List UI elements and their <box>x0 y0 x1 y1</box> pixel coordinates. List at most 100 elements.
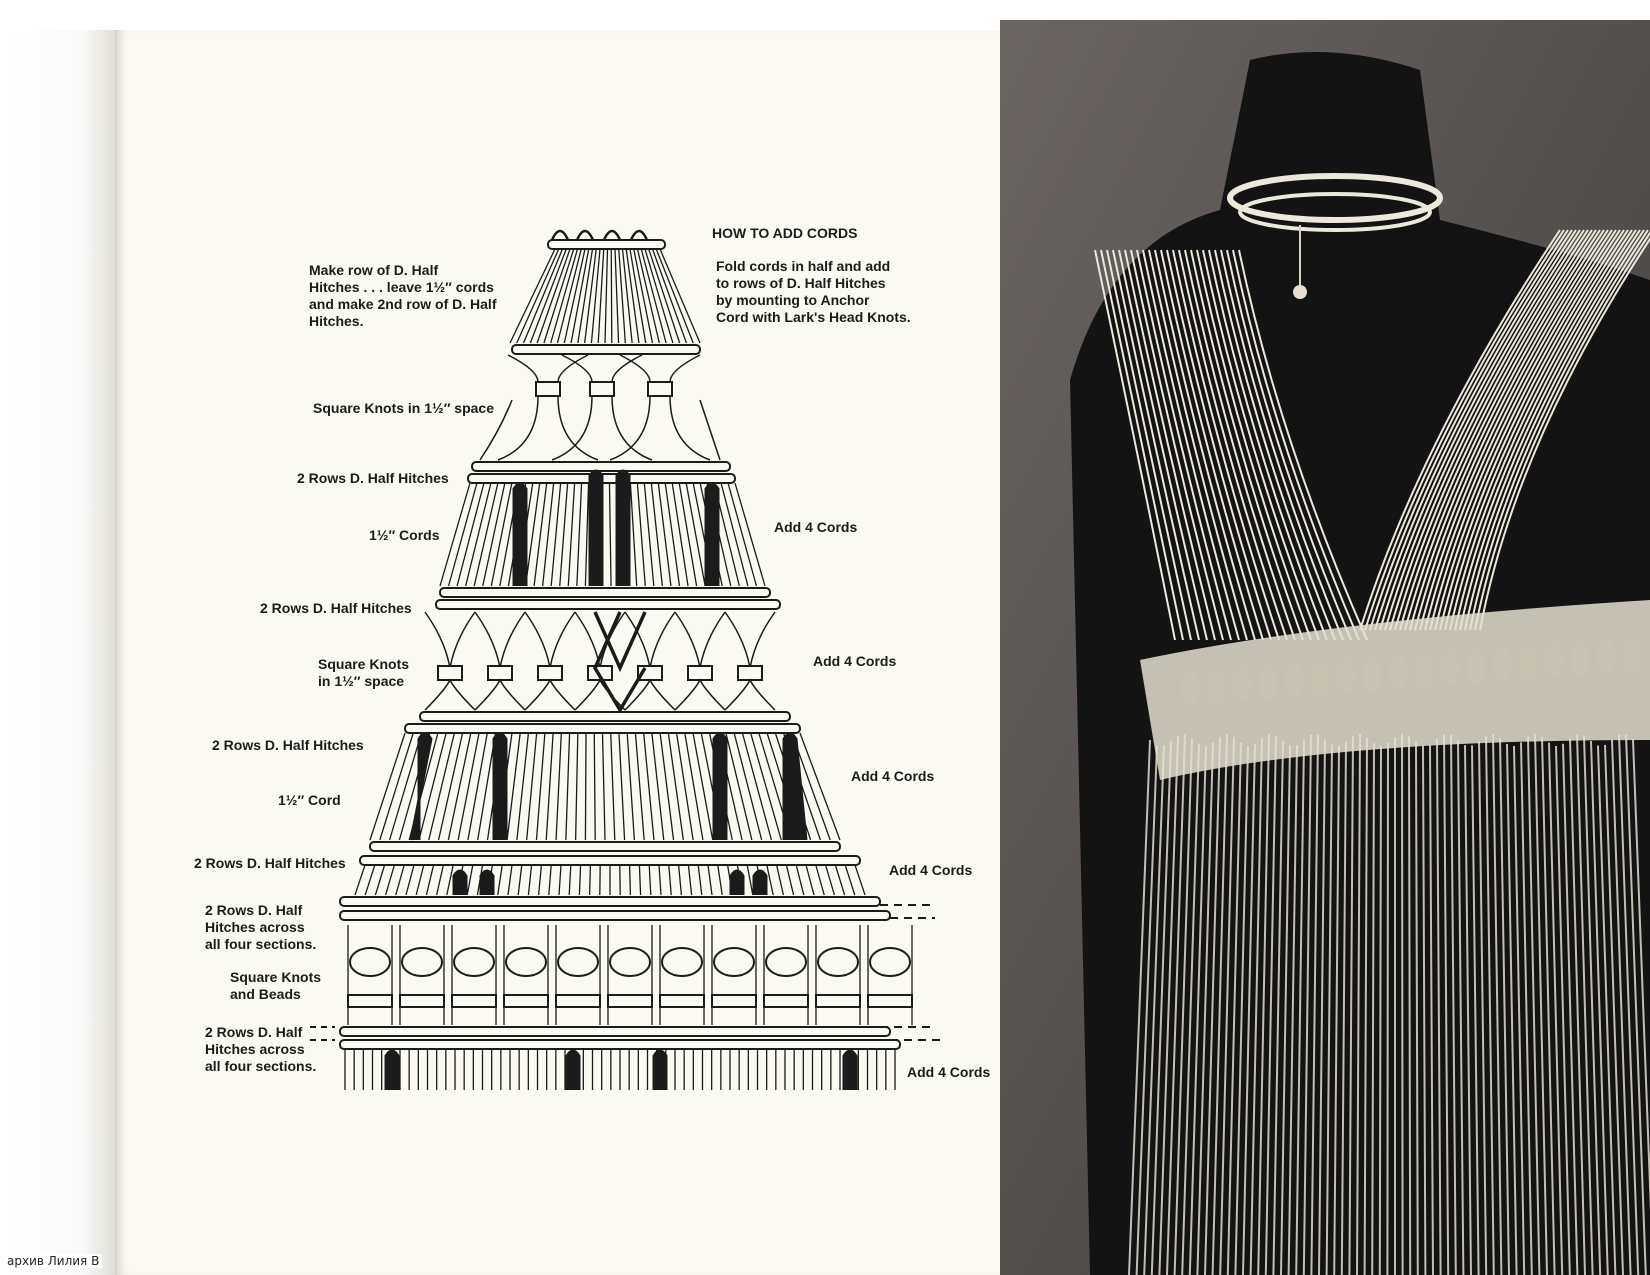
crossed-cords <box>593 611 647 714</box>
label-cords-1: 1½″ Cords <box>369 527 440 543</box>
cord-section <box>834 864 846 896</box>
cord-section <box>465 482 492 587</box>
bodice-strand <box>1172 249 1280 641</box>
added-cord-loop <box>452 869 468 895</box>
fringe-strand <box>1422 745 1427 1275</box>
added-cord-loop <box>842 1049 858 1090</box>
label-add-cords-3: Add 4 Cords <box>851 768 935 784</box>
hitch-row <box>339 896 881 907</box>
fringe-strand <box>1415 741 1419 1275</box>
hitch-row <box>404 723 801 734</box>
fringe-strand <box>1280 745 1291 1275</box>
bodice-strand <box>1136 249 1232 641</box>
fringe-strand <box>1457 740 1465 1275</box>
cord-section <box>593 732 596 841</box>
square-knot <box>503 994 549 1008</box>
square-knot <box>815 994 861 1008</box>
fringe-strand <box>1464 745 1472 1275</box>
bodice-strand <box>1142 249 1240 641</box>
fringe-strand <box>1196 742 1214 1275</box>
top-cords <box>563 248 586 344</box>
square-knot-strands <box>524 611 576 669</box>
top-cords <box>529 248 567 344</box>
top-cords <box>636 248 660 344</box>
added-cord-loop <box>409 732 433 841</box>
fringe-strand <box>1128 739 1151 1275</box>
cord-section <box>446 864 454 896</box>
cord-section <box>437 732 464 841</box>
fringe-strand <box>1150 740 1172 1275</box>
square-knot-strands <box>507 354 589 383</box>
bodice-strand <box>1160 249 1264 641</box>
cord-section <box>766 864 774 896</box>
cord-section <box>418 732 447 841</box>
added-cord-loop <box>712 732 728 840</box>
added-cord-loop <box>479 869 495 895</box>
fringe-strand <box>1272 740 1284 1275</box>
fringe-strand <box>1562 743 1579 1275</box>
square-knot <box>687 665 713 681</box>
fringe-strand <box>1325 744 1333 1275</box>
top-cords <box>583 248 597 344</box>
bead <box>765 947 807 977</box>
square-knot-strands <box>619 354 701 383</box>
top-cords <box>522 248 564 344</box>
fringe-strand <box>1211 733 1228 1275</box>
cord-section <box>490 482 513 587</box>
bead <box>557 947 599 977</box>
bodice-strand <box>1100 249 1184 641</box>
cord-section <box>524 482 541 587</box>
fringe-strand <box>1408 736 1412 1275</box>
fringe-strand <box>1188 745 1207 1275</box>
macrame-dress-photo <box>1000 20 1650 1275</box>
cord-section <box>457 732 480 841</box>
top-hitch-row <box>547 239 666 250</box>
top-cords <box>640 248 667 344</box>
bodice-strand <box>1464 229 1645 631</box>
added-cord-loop <box>512 482 528 586</box>
cord-section <box>734 482 766 587</box>
label-dhh-across-2: 2 Rows D. Half Hitches across all four s… <box>205 1024 317 1074</box>
cord-section <box>687 864 693 896</box>
bead <box>713 947 755 977</box>
fringe-strand <box>1371 743 1375 1275</box>
cord-section <box>799 732 841 841</box>
cord-section <box>395 864 405 896</box>
cord-section <box>435 864 445 896</box>
bodice-strand <box>1226 249 1352 641</box>
fringe-strand <box>1295 739 1305 1275</box>
cord-section <box>733 732 763 841</box>
top-cords <box>597 248 605 344</box>
square-knot-strands <box>724 678 776 711</box>
bodice-strand <box>1474 231 1650 631</box>
fringe-strand <box>1548 742 1564 1275</box>
waistband-bead <box>1207 668 1225 704</box>
top-cords <box>610 248 613 344</box>
fringe-strand <box>1356 734 1361 1275</box>
cord-section <box>651 732 665 841</box>
cord-section <box>750 732 782 841</box>
hitch-row <box>339 1026 891 1037</box>
cord-section <box>425 864 435 896</box>
macrame-pattern-diagram <box>310 229 940 1090</box>
hitch-row <box>359 855 861 866</box>
top-cords <box>536 248 571 344</box>
top-cords <box>618 248 627 344</box>
cord-section <box>650 482 664 587</box>
top-cords <box>621 248 633 344</box>
lark-head-loop <box>602 229 622 241</box>
cord-section <box>638 864 642 896</box>
fringe-strand <box>1492 734 1503 1275</box>
top-cords <box>651 248 688 344</box>
fringe-strand <box>1226 742 1242 1275</box>
fringe-strand <box>1264 735 1277 1275</box>
cord-section <box>374 864 386 896</box>
fringe-strand <box>1135 745 1158 1275</box>
waistband-bead <box>1311 660 1329 696</box>
added-cord-loop <box>492 732 508 840</box>
fringe-strand <box>1219 736 1235 1275</box>
top-cords <box>516 248 560 344</box>
square-knot-strands <box>724 611 776 669</box>
label-square-knots-2: Square Knots in 1½″ space <box>318 656 410 689</box>
cord-section <box>636 482 646 587</box>
